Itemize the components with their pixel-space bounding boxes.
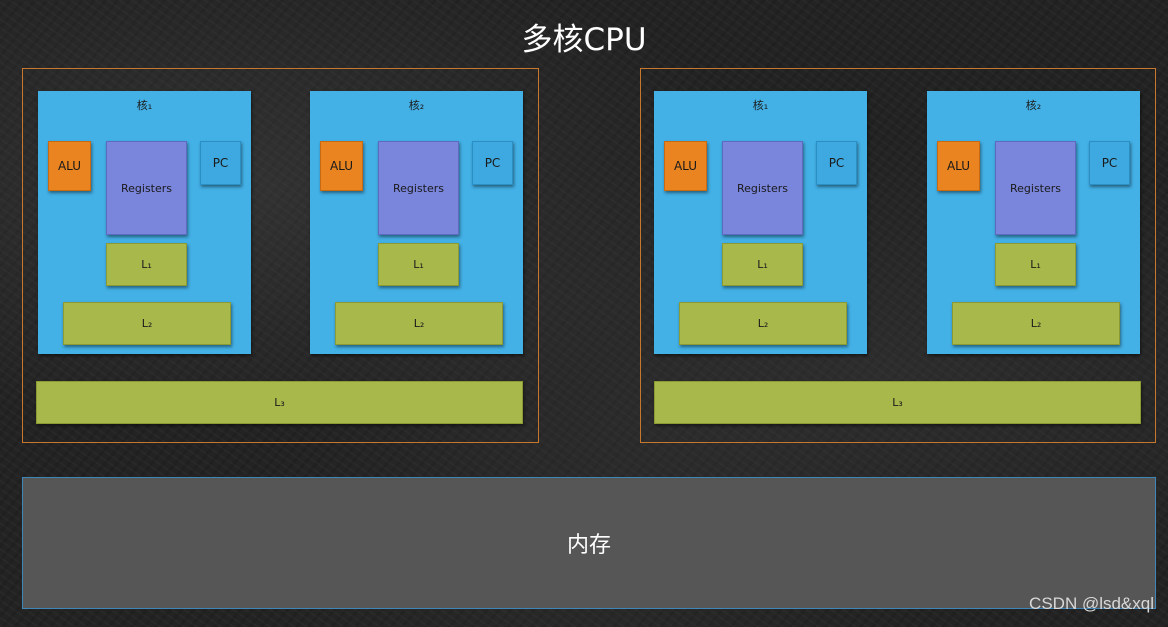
l1-cache: L₁ (722, 243, 803, 286)
cpu-package-1: 核₁ ALU Registers PC L₁ L₂ 核₂ ALU Registe… (22, 68, 539, 443)
core-title: 核₁ (136, 99, 153, 112)
main-memory: 内存 (22, 477, 1156, 609)
pc-block: PC (816, 141, 857, 185)
l2-cache: L₂ (63, 302, 231, 345)
core-2-1: 核₁ ALU Registers PC L₁ L₂ (654, 91, 867, 354)
alu-block: ALU (664, 141, 707, 191)
cpu-package-2: 核₁ ALU Registers PC L₁ L₂ 核₂ ALU Registe… (640, 68, 1156, 443)
core-2-2: 核₂ ALU Registers PC L₁ L₂ (927, 91, 1140, 354)
core-1-2: 核₂ ALU Registers PC L₁ L₂ (310, 91, 523, 354)
l1-cache: L₁ (378, 243, 459, 286)
core-1-1: 核₁ ALU Registers PC L₁ L₂ (38, 91, 251, 354)
alu-block: ALU (320, 141, 363, 191)
alu-block: ALU (48, 141, 91, 191)
l1-cache: L₁ (995, 243, 1076, 286)
l3-cache: L₃ (36, 381, 523, 424)
pc-block: PC (200, 141, 241, 185)
registers-block: Registers (378, 141, 459, 235)
l2-cache: L₂ (679, 302, 847, 345)
registers-block: Registers (722, 141, 803, 235)
l2-cache: L₂ (335, 302, 503, 345)
core-title: 核₂ (1025, 99, 1042, 112)
pc-block: PC (1089, 141, 1130, 185)
watermark: CSDN @lsd&xql (1029, 594, 1154, 613)
core-title: 核₁ (752, 99, 769, 112)
diagram-title: 多核CPU (521, 22, 647, 58)
l2-cache: L₂ (952, 302, 1120, 345)
registers-block: Registers (995, 141, 1076, 235)
core-title: 核₂ (408, 99, 425, 112)
l1-cache: L₁ (106, 243, 187, 286)
alu-block: ALU (937, 141, 980, 191)
pc-block: PC (472, 141, 513, 185)
registers-block: Registers (106, 141, 187, 235)
l3-cache: L₃ (654, 381, 1141, 424)
